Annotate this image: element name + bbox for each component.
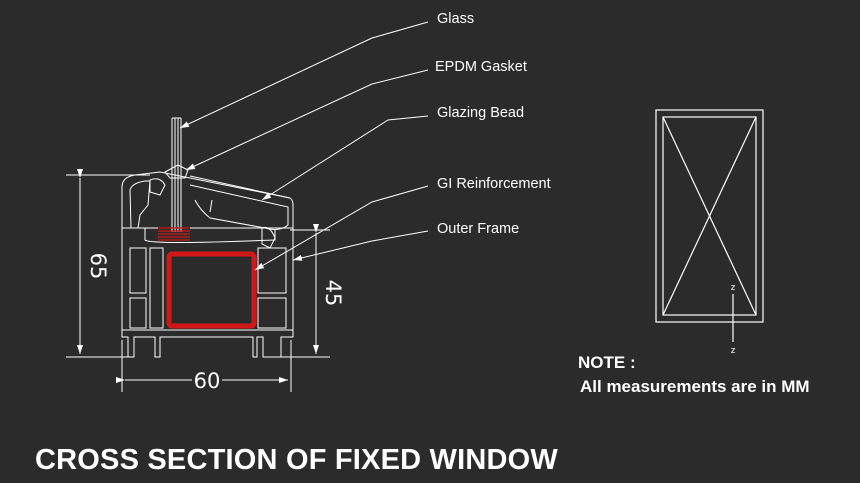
window-elevation xyxy=(655,109,764,342)
cross-section-profile xyxy=(121,117,294,358)
label-gi-reinforcement: GI Reinforcement xyxy=(437,176,551,192)
dimension-65: 65 xyxy=(86,253,110,280)
label-outer-frame: Outer Frame xyxy=(437,221,520,237)
note-text: All measurements are in MM xyxy=(580,377,810,396)
glass-pane xyxy=(171,117,182,232)
section-mark-top: z xyxy=(731,283,736,293)
label-epdm-gasket: EPDM Gasket xyxy=(435,59,527,75)
dimension-45: 45 xyxy=(321,280,345,307)
section-mark-bottom: z xyxy=(731,346,736,356)
dimension-60: 60 xyxy=(194,369,221,393)
glazing-packer xyxy=(158,227,190,241)
drawing-title: CROSS SECTION OF FIXED WINDOW xyxy=(35,444,558,476)
dimension-lines xyxy=(66,169,330,392)
gi-reinforcement xyxy=(166,251,257,329)
outer-frame xyxy=(121,171,294,358)
label-glass: Glass xyxy=(437,11,475,27)
label-glazing-bead: Glazing Bead xyxy=(437,105,525,121)
leader-lines xyxy=(179,21,429,271)
note-heading: NOTE : xyxy=(578,353,636,372)
